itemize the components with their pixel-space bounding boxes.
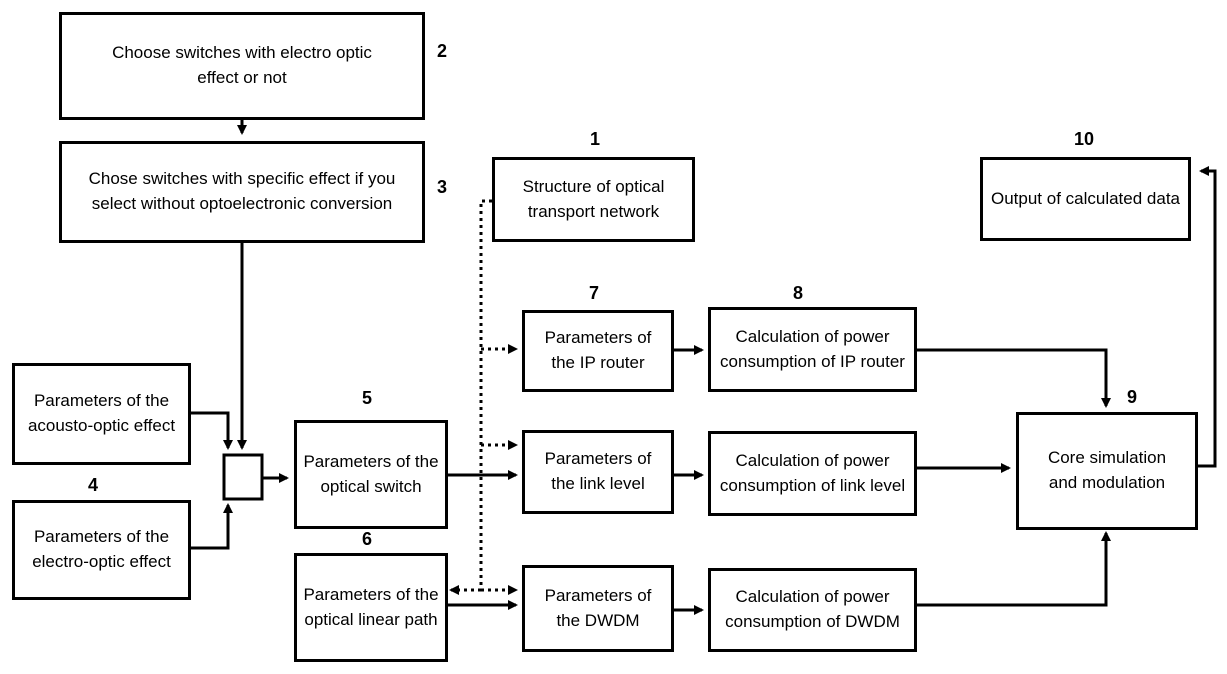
node-ip-router-params: Parameters of the IP router [522, 310, 674, 392]
edge-1-dotted-trunk [479, 199, 492, 590]
node-network-structure: Structure of optical transport network [492, 157, 695, 242]
node-output-data: Output of calculated data [980, 157, 1191, 241]
node-number-3: 3 [437, 177, 448, 197]
node-choose-specific-effect: Chose switches with specific effect if y… [59, 141, 425, 243]
node-link-level-params: Parameters of the link level [522, 430, 674, 514]
node-number-9: 9 [1127, 387, 1138, 407]
node-number-4: 4 [88, 475, 99, 495]
node-dwdm-power: Calculation of power consumption of DWDM [708, 568, 917, 652]
node-number-5: 5 [362, 388, 373, 408]
node-number-2: 2 [437, 41, 448, 61]
merge-junction [222, 453, 264, 501]
edge-8c-to-9 [917, 531, 1111, 607]
edge-8a-to-9 [917, 348, 1111, 408]
node-number-1: 1 [590, 129, 601, 149]
node-optical-linear-path-params: Parameters of the optical linear path [294, 553, 448, 662]
node-electro-optic-params: Parameters of the electro-optic effect [12, 500, 191, 600]
node-acousto-optic-params: Parameters of the acousto-optic effect [12, 363, 191, 465]
node-optical-switch-params: Parameters of the optical switch [294, 420, 448, 529]
edge-4a-to-junction [191, 411, 233, 450]
node-ip-router-power: Calculation of power consumption of IP r… [708, 307, 917, 392]
node-core-simulation: Core simulation and modulation [1016, 412, 1198, 530]
node-number-8: 8 [793, 283, 804, 303]
edge-9-to-10 [1198, 166, 1217, 468]
node-link-level-power: Calculation of power consumption of link… [708, 431, 917, 516]
node-choose-electro-optic: Choose switches with electro optic effec… [59, 12, 425, 120]
node-number-10: 10 [1074, 129, 1095, 149]
edge-4b-to-junction [191, 503, 233, 550]
node-number-7: 7 [589, 283, 600, 303]
node-number-6: 6 [362, 529, 373, 549]
node-dwdm-params: Parameters of the DWDM [522, 565, 674, 652]
